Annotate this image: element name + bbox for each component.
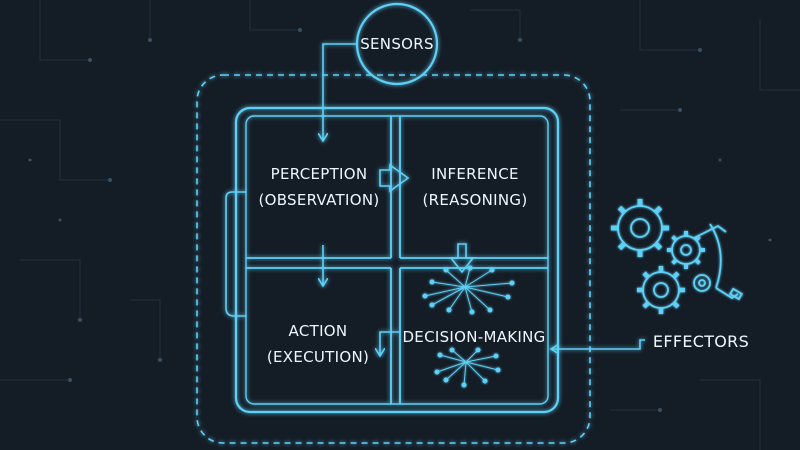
effectors-to-decision-arrow xyxy=(552,339,645,349)
action-label: ACTION xyxy=(289,322,348,340)
decision-network-burst-upper xyxy=(422,265,515,315)
feedback-loop-connector xyxy=(225,191,246,317)
quadrant-frame-inner xyxy=(245,115,549,405)
sensors-to-perception-arrow xyxy=(323,43,357,140)
perception-to-inference-arrow xyxy=(379,163,410,193)
agent-boundary-dashed xyxy=(196,74,591,444)
sensors-label: SENSORS xyxy=(360,35,434,53)
effectors-label: EFFECTORS xyxy=(653,332,749,351)
decision-network-burst-lower xyxy=(434,347,501,388)
action-sublabel: (EXECUTION) xyxy=(267,348,369,366)
perception-label: PERCEPTION xyxy=(271,165,368,183)
perception-sublabel: (OBSERVATION) xyxy=(258,191,379,209)
decision-making-label: DECISION-MAKING xyxy=(402,328,545,346)
background-nodes xyxy=(28,28,772,412)
inference-label: INFERENCE xyxy=(431,165,519,183)
quadrant-frame-outer xyxy=(234,106,560,414)
decision-to-action-connector xyxy=(380,331,400,355)
inference-to-decision-arrow xyxy=(449,243,475,274)
gears-icon xyxy=(611,199,744,314)
inference-sublabel: (REASONING) xyxy=(423,191,528,209)
